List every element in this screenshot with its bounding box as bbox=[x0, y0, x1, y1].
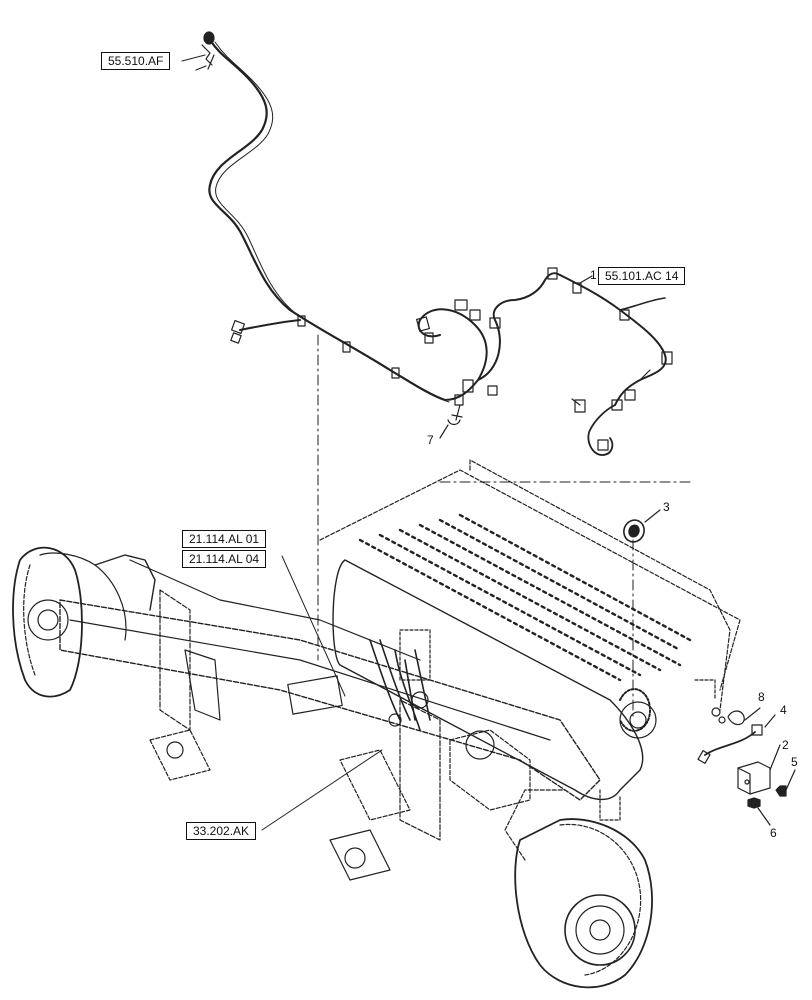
callout-2: 2 bbox=[782, 738, 789, 752]
leader-7 bbox=[439, 424, 449, 439]
right-wheel-hub bbox=[504, 789, 653, 989]
wiring-harness bbox=[195, 31, 673, 456]
reference-21-114-al-04[interactable]: 21.114.AL 04 bbox=[182, 550, 267, 568]
callout-4: 4 bbox=[780, 703, 787, 717]
reference-55-510-af[interactable]: 55.510.AF bbox=[101, 52, 171, 70]
callout-6: 6 bbox=[770, 826, 777, 840]
callout-3: 3 bbox=[663, 500, 670, 514]
reference-leaders bbox=[181, 54, 383, 831]
hydraulic-valve-block bbox=[287, 629, 431, 731]
rotor-drum bbox=[319, 459, 741, 821]
washer-part-3 bbox=[623, 509, 661, 543]
reference-55-101-ac-14[interactable]: 55.101.AC 14 bbox=[598, 267, 686, 285]
sensor-assembly bbox=[697, 707, 796, 826]
reference-33-202-ak[interactable]: 33.202.AK bbox=[186, 822, 257, 840]
reference-21-114-al-01[interactable]: 21.114.AL 01 bbox=[182, 530, 267, 548]
left-wheel-hub bbox=[12, 546, 156, 698]
axle-assembly bbox=[12, 546, 653, 989]
callout-5: 5 bbox=[791, 755, 798, 769]
callout-1: 1 bbox=[590, 268, 597, 282]
callout-7: 7 bbox=[427, 433, 434, 447]
callout-8: 8 bbox=[758, 690, 765, 704]
leader-1 bbox=[579, 275, 593, 284]
top-connector bbox=[195, 31, 215, 71]
